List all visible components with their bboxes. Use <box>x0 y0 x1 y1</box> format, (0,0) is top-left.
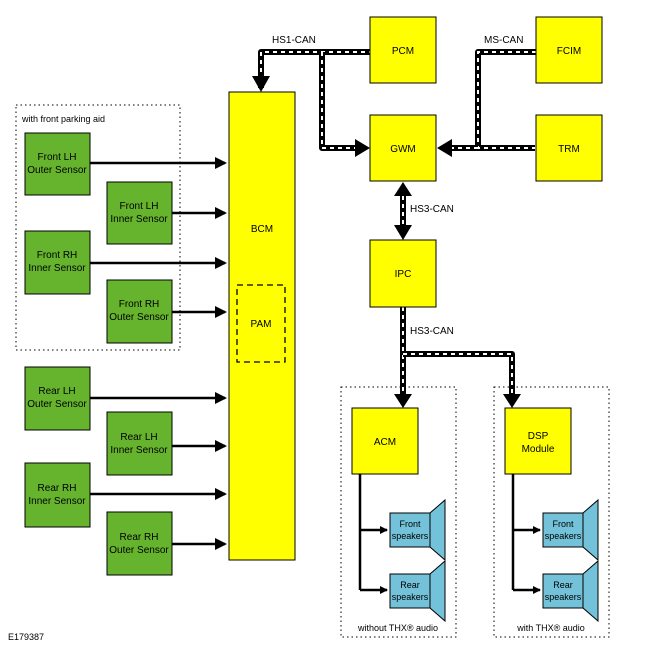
acm-front-speaker-line1: Front <box>399 519 421 529</box>
sensor-rear-rh-inner-line1: Rear RH <box>38 483 77 494</box>
hs3-can-label-lower: HS3-CAN <box>410 326 454 337</box>
with-thx-group <box>493 386 610 638</box>
gwm-label: GWM <box>390 144 416 155</box>
trm-module <box>535 114 603 182</box>
dsp-front-speaker-icon: Front speakers <box>542 498 599 562</box>
dsp-rear-speaker-line1: Rear <box>553 580 573 590</box>
dsp-front-speaker-line2: speakers <box>545 531 582 541</box>
sensor-front-lh-outer: Front LH Outer Sensor <box>24 132 91 196</box>
acm-speaker-wiring <box>358 474 388 594</box>
sensor-rear-rh-outer-line2: Outer Sensor <box>109 545 169 556</box>
sensor-front-lh-inner-line2: Inner Sensor <box>110 214 168 225</box>
trm-label: TRM <box>558 144 580 155</box>
hs3-can-bus-lower <box>394 307 521 408</box>
ipc-module <box>369 239 437 308</box>
acm-rear-speaker-line2: speakers <box>392 592 429 602</box>
fcim-module <box>535 16 603 84</box>
sensor-front-lh-inner-line1: Front LH <box>120 201 159 212</box>
bcm-label: BCM <box>251 224 273 235</box>
with-thx-label: with THX® audio <box>516 623 585 633</box>
sensor-front-rh-outer: Front RH Outer Sensor <box>106 279 173 344</box>
acm-rear-speaker-line1: Rear <box>400 580 420 590</box>
sensor-rear-lh-inner-line2: Inner Sensor <box>110 445 168 456</box>
ms-can-label: MS-CAN <box>484 35 523 46</box>
sensor-front-rh-outer-line1: Front RH <box>119 299 160 310</box>
sensor-rear-rh-inner-line2: Inner Sensor <box>28 496 86 507</box>
sensor-rear-rh-inner: Rear RH Inner Sensor <box>24 462 91 528</box>
sensor-front-rh-inner-line1: Front RH <box>37 250 78 261</box>
dsp-front-speaker-line1: Front <box>552 519 574 529</box>
sensor-rear-lh-outer-line1: Rear LH <box>38 386 75 397</box>
without-thx-group <box>340 386 457 638</box>
sensor-rear-rh-outer: Rear RH Outer Sensor <box>106 511 173 576</box>
sensor-front-lh-outer-line2: Outer Sensor <box>27 165 87 176</box>
ipc-label: IPC <box>395 269 412 280</box>
sensor-front-lh-outer-line1: Front LH <box>38 152 77 163</box>
dsp-module <box>504 407 572 475</box>
hs1-can-bus <box>252 49 370 157</box>
front-parking-aid-group <box>15 104 181 351</box>
hs3-can-label-upper: HS3-CAN <box>410 204 454 215</box>
sensor-rear-rh-outer-line1: Rear RH <box>120 532 159 543</box>
acm-rear-speaker-icon: Rear speakers <box>389 559 446 623</box>
sensor-front-rh-outer-line2: Outer Sensor <box>109 312 169 323</box>
acm-label: ACM <box>374 437 396 448</box>
acm-module <box>351 407 419 475</box>
sensor-rear-lh-inner: Rear LH Inner Sensor <box>106 411 173 476</box>
dsp-rear-speaker-icon: Rear speakers <box>542 559 599 623</box>
acm-front-speaker-icon: Front speakers <box>389 498 446 562</box>
sensor-front-rh-inner: Front RH Inner Sensor <box>24 230 91 295</box>
front-parking-aid-label: with front parking aid <box>21 114 105 124</box>
sensor-rear-lh-outer: Rear LH Outer Sensor <box>24 366 91 431</box>
dsp-speaker-wiring <box>511 474 541 594</box>
hs3-can-bus-upper <box>394 182 412 240</box>
sensor-front-lh-inner: Front LH Inner Sensor <box>106 181 173 245</box>
pcm-module <box>369 16 437 84</box>
bcm-module <box>228 91 296 561</box>
ms-can-bus <box>437 49 536 157</box>
sensor-rear-lh-inner-line1: Rear LH <box>120 432 157 443</box>
pam-module <box>236 284 286 363</box>
pam-label: PAM <box>251 319 272 330</box>
sensor-rear-lh-outer-line2: Outer Sensor <box>27 399 87 410</box>
gwm-module <box>369 114 437 182</box>
hs1-can-label: HS1-CAN <box>272 35 316 46</box>
pcm-label: PCM <box>392 46 414 57</box>
figure-id: E179387 <box>8 632 44 642</box>
fcim-label: FCIM <box>557 46 581 57</box>
dsp-rear-speaker-line2: speakers <box>545 592 582 602</box>
sensor-arrows <box>90 157 227 550</box>
dsp-label-line2: Module <box>522 444 555 455</box>
acm-front-speaker-line2: speakers <box>392 531 429 541</box>
sensor-front-rh-inner-line2: Inner Sensor <box>28 263 86 274</box>
without-thx-label: without THX® audio <box>357 623 438 633</box>
dsp-label-line1: DSP <box>528 431 549 442</box>
